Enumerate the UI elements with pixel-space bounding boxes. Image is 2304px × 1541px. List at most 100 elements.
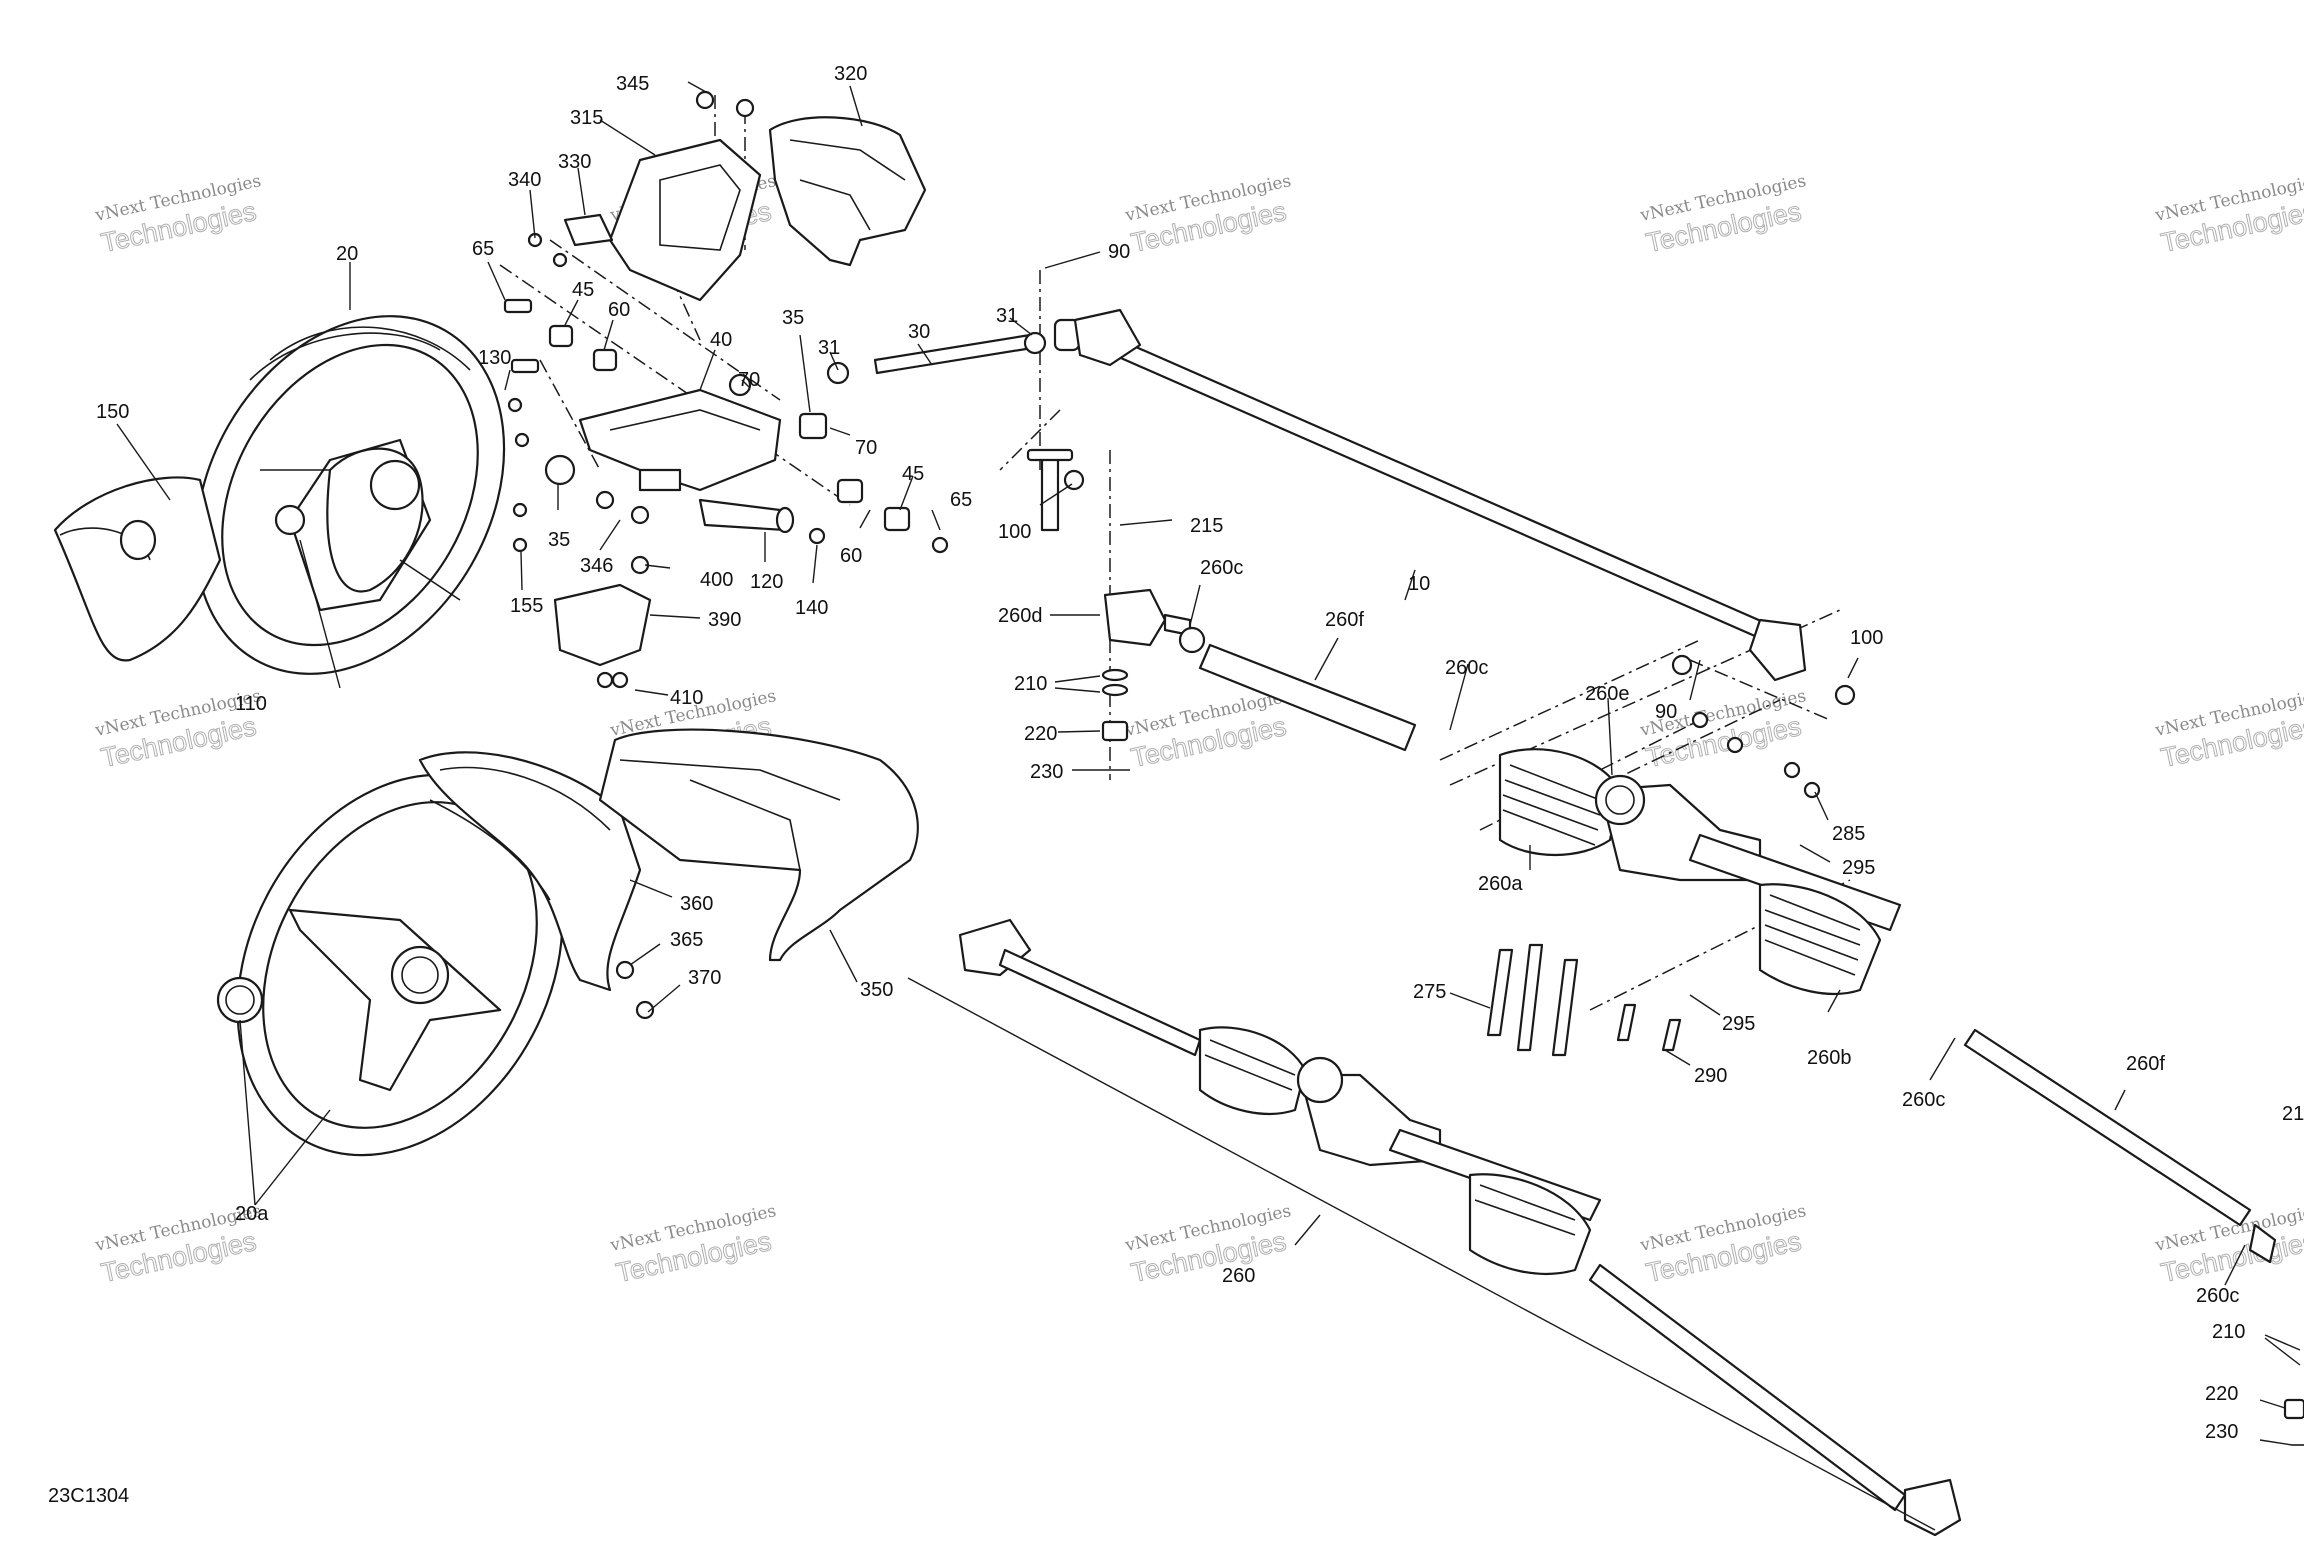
callout-220-bottom: 220 bbox=[2205, 1383, 2238, 1405]
callout-60-bottom: 60 bbox=[840, 545, 862, 567]
callout-360: 360 bbox=[680, 893, 713, 915]
callout-31-right: 31 bbox=[996, 305, 1018, 327]
callout-260c-bottom: 260c bbox=[2196, 1285, 2239, 1307]
callout-35-top: 35 bbox=[782, 307, 804, 329]
callout-100-top: 100 bbox=[998, 521, 1031, 543]
callout-150: 150 bbox=[96, 401, 129, 423]
callout-20a: 20a bbox=[235, 1203, 269, 1225]
instrument-housing-320 bbox=[768, 116, 927, 267]
hardware-210-220-230 bbox=[1026, 448, 1130, 771]
callout-340: 340 bbox=[508, 169, 541, 191]
callout-260b: 260b bbox=[1807, 1047, 1852, 1069]
callout-45-bottom: 45 bbox=[902, 463, 924, 485]
callout-260c-top: 260c bbox=[1200, 557, 1243, 579]
spring-cylinder-120 bbox=[698, 498, 795, 534]
callout-100-right: 100 bbox=[1850, 627, 1883, 649]
callout-365: 365 bbox=[670, 929, 703, 951]
callout-260: 260 bbox=[1222, 1265, 1255, 1287]
callout-290: 290 bbox=[1694, 1065, 1727, 1087]
right-edge-hardware bbox=[2248, 1223, 2304, 1446]
bracket-390 bbox=[553, 583, 652, 667]
callout-120: 120 bbox=[750, 571, 783, 593]
callout-155: 155 bbox=[510, 595, 543, 617]
callout-390: 390 bbox=[708, 609, 741, 631]
callout-410: 410 bbox=[670, 687, 703, 709]
dash-cover-350 bbox=[598, 728, 919, 962]
bushings-35-45-60-70 bbox=[544, 324, 911, 532]
intermediate-shaft-10 bbox=[1073, 308, 1807, 682]
tie-rod-260f-right bbox=[1963, 1028, 2252, 1227]
callout-140: 140 bbox=[795, 597, 828, 619]
rack-assembly-260 bbox=[958, 918, 1962, 1537]
callout-220-top: 220 bbox=[1024, 723, 1057, 745]
callout-260d: 260d bbox=[998, 605, 1043, 627]
steering-wheel-20 bbox=[194, 315, 506, 675]
callout-45-top: 45 bbox=[572, 279, 594, 301]
callout-65-bottom: 65 bbox=[950, 489, 972, 511]
dash-cover-360 bbox=[418, 751, 642, 992]
leader-lines bbox=[116, 81, 2301, 1446]
diagram-code: 23C1304 bbox=[48, 1485, 129, 1507]
callout-230-top: 230 bbox=[1030, 761, 1063, 783]
callout-230-bottom: 230 bbox=[2205, 1421, 2238, 1443]
assembly-260-bracket-line bbox=[907, 977, 1936, 1531]
bracket-330 bbox=[563, 213, 614, 247]
gauge-frame-315 bbox=[608, 138, 762, 302]
callout-31-left: 31 bbox=[818, 337, 840, 359]
callout-260f-right: 260f bbox=[2126, 1053, 2165, 1075]
callout-90-top: 90 bbox=[1108, 241, 1130, 263]
callout-346: 346 bbox=[580, 555, 613, 577]
callout-10: 10 bbox=[1408, 573, 1430, 595]
callout-70-top: 70 bbox=[738, 369, 760, 391]
callout-260c-mid: 260c bbox=[1445, 657, 1488, 679]
callout-320: 320 bbox=[834, 63, 867, 85]
callout-210-top: 210 bbox=[1014, 673, 1047, 695]
callout-90-right: 90 bbox=[1655, 701, 1677, 723]
callout-260f-top: 260f bbox=[1325, 609, 1364, 631]
callout-30: 30 bbox=[908, 321, 930, 343]
bolts-275-290 bbox=[1486, 943, 1682, 1057]
rack-boot-260b bbox=[1758, 883, 1882, 996]
callout-400: 400 bbox=[700, 569, 733, 591]
callout-130: 130 bbox=[478, 347, 511, 369]
callout-345: 345 bbox=[616, 73, 649, 95]
callout-285: 285 bbox=[1832, 823, 1865, 845]
callout-215: 215 bbox=[1190, 515, 1223, 537]
callout-295-top: 295 bbox=[1842, 857, 1875, 879]
steering-shaft-30 bbox=[826, 318, 1081, 385]
callout-20: 20 bbox=[336, 243, 358, 265]
steering-cover-150 bbox=[53, 476, 222, 662]
callout-260e: 260e bbox=[1585, 683, 1630, 705]
column-bracket-40 bbox=[578, 388, 782, 492]
callout-65-top: 65 bbox=[472, 238, 494, 260]
callout-210-bottom: 210 bbox=[2212, 1321, 2245, 1343]
tie-rod-260f-upper bbox=[1198, 643, 1417, 752]
rack-housing-260e bbox=[1594, 774, 1902, 932]
callout-110: 110 bbox=[235, 693, 267, 715]
callout-370: 370 bbox=[688, 967, 721, 989]
callout-330: 330 bbox=[558, 151, 591, 173]
callout-350: 350 bbox=[860, 979, 893, 1001]
tie-rod-end-260d bbox=[1103, 588, 1206, 654]
callout-40: 40 bbox=[710, 329, 732, 351]
callout-275: 275 bbox=[1413, 981, 1446, 1003]
callout-21-partial: 21 bbox=[2282, 1103, 2304, 1125]
callout-70-bottom: 70 bbox=[855, 437, 877, 459]
callout-labels: 345 320 315 330 340 65 20 45 60 130 40 7… bbox=[48, 63, 2304, 1507]
callout-295-bottom: 295 bbox=[1722, 1013, 1755, 1035]
callout-260a: 260a bbox=[1478, 873, 1523, 895]
callout-315: 315 bbox=[570, 107, 603, 129]
callout-35-bottom: 35 bbox=[548, 529, 570, 551]
